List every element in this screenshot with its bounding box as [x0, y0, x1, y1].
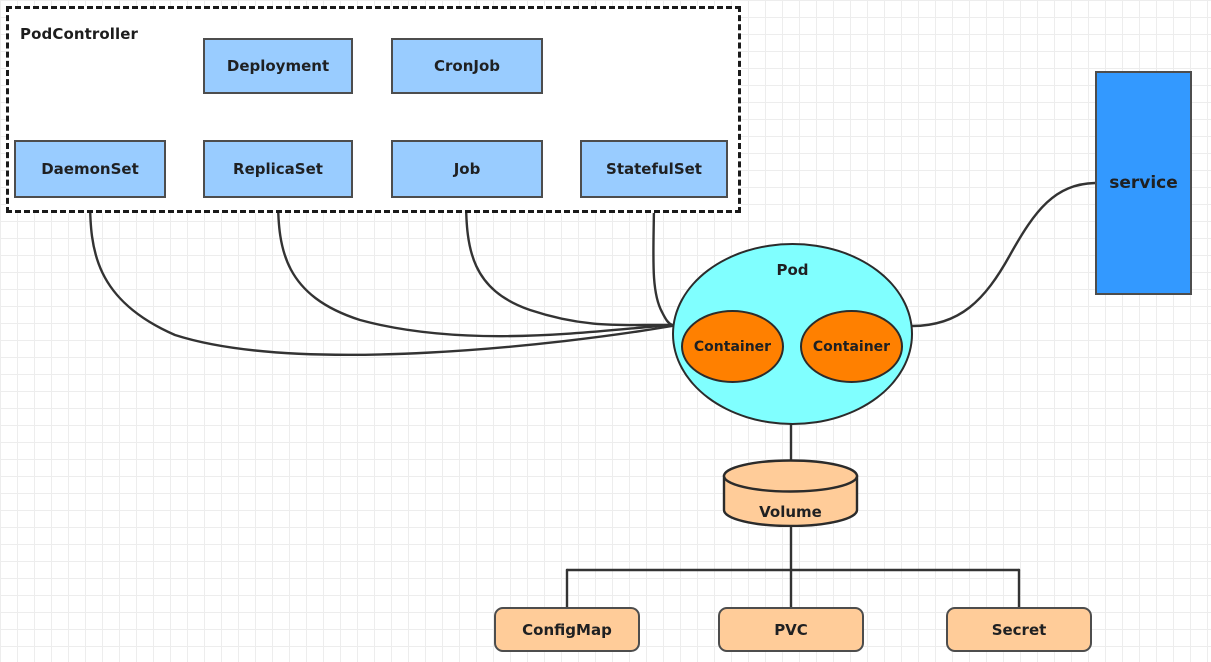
node-cronjob[interactable]: CronJob	[391, 38, 543, 94]
node-service[interactable]: service	[1095, 71, 1192, 295]
node-container-1[interactable]: Container	[681, 310, 784, 383]
pod-controller-label: PodController	[20, 25, 139, 43]
node-volume[interactable]: Volume	[722, 459, 859, 528]
edge-pod-service	[910, 181, 1097, 328]
node-statefulset[interactable]: StatefulSet	[580, 140, 728, 198]
volume-cylinder-shape	[722, 459, 859, 528]
volume-label: Volume	[759, 503, 822, 521]
edge-job-pod	[464, 196, 674, 327]
node-replicaset[interactable]: ReplicaSet	[203, 140, 353, 198]
node-deployment[interactable]: Deployment	[203, 38, 353, 94]
node-job[interactable]: Job	[391, 140, 543, 198]
edge-statefulset-pod	[652, 196, 674, 327]
edge-daemonset-pod	[88, 196, 674, 356]
node-secret[interactable]: Secret	[946, 607, 1092, 652]
node-daemonset[interactable]: DaemonSet	[14, 140, 166, 198]
node-container-2[interactable]: Container	[800, 310, 903, 383]
pod-label: Pod	[776, 261, 809, 279]
edge-replicaset-pod	[276, 196, 674, 338]
node-pvc[interactable]: PVC	[718, 607, 864, 652]
node-configmap[interactable]: ConfigMap	[494, 607, 640, 652]
